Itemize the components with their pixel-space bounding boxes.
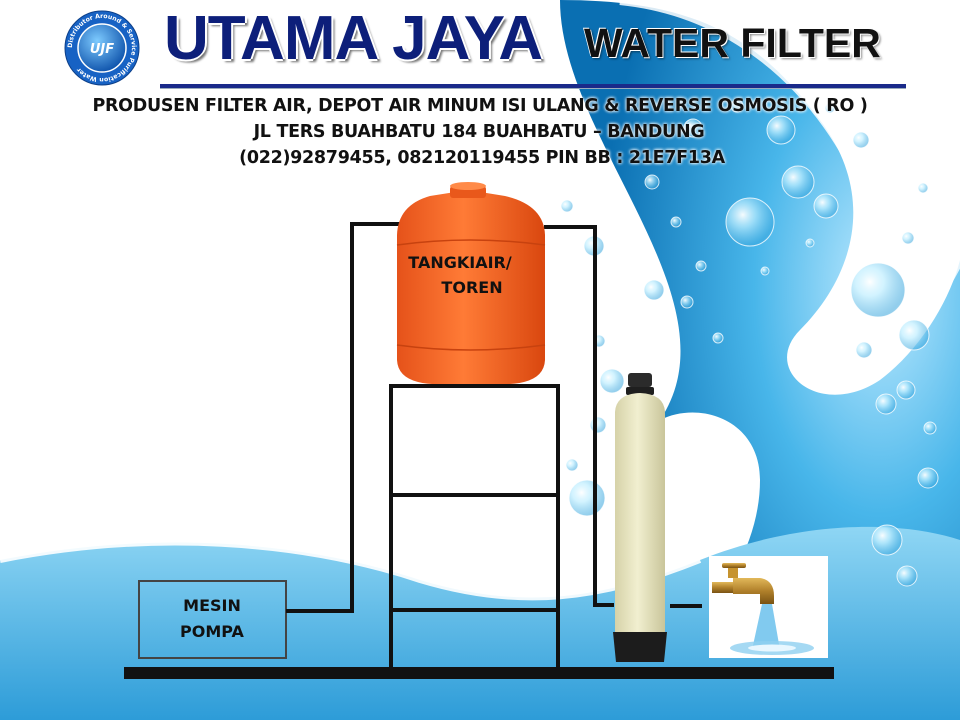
- tagline-contact: (022)92879455, 082120119455 PIN BB : 21E…: [239, 148, 725, 168]
- water-faucet-icon: [709, 556, 828, 658]
- bubbles: [560, 99, 939, 587]
- tank-label-line1: TANGKIAIR/: [408, 253, 512, 272]
- filter-tank: [613, 373, 667, 662]
- tagline-products: PRODUSEN FILTER AIR, DEPOT AIR MINUM ISI…: [92, 96, 868, 116]
- title-underline: [160, 84, 906, 89]
- logo-monogram: UJF: [90, 42, 114, 57]
- pipes: [286, 222, 702, 613]
- company-name: UTAMA JAYA: [164, 4, 543, 73]
- company-subtitle: WATER FILTER: [584, 20, 881, 66]
- pump-label-line1: MESIN: [183, 596, 241, 615]
- pump-label-line2: POMPA: [180, 622, 245, 641]
- pump-machine: MESIN POMPA: [138, 580, 287, 659]
- tagline-address: JL TERS BUAHBATU 184 BUAHBATU – BANDUNG: [253, 122, 705, 142]
- company-logo: Distributor Around & Service Purificatio…: [64, 10, 140, 86]
- tank-stand: [389, 384, 560, 667]
- tank-label-line2: TOREN: [441, 278, 502, 297]
- water-tank: TANGKIAIR/ TOREN: [396, 182, 546, 384]
- ground-line: [124, 667, 834, 679]
